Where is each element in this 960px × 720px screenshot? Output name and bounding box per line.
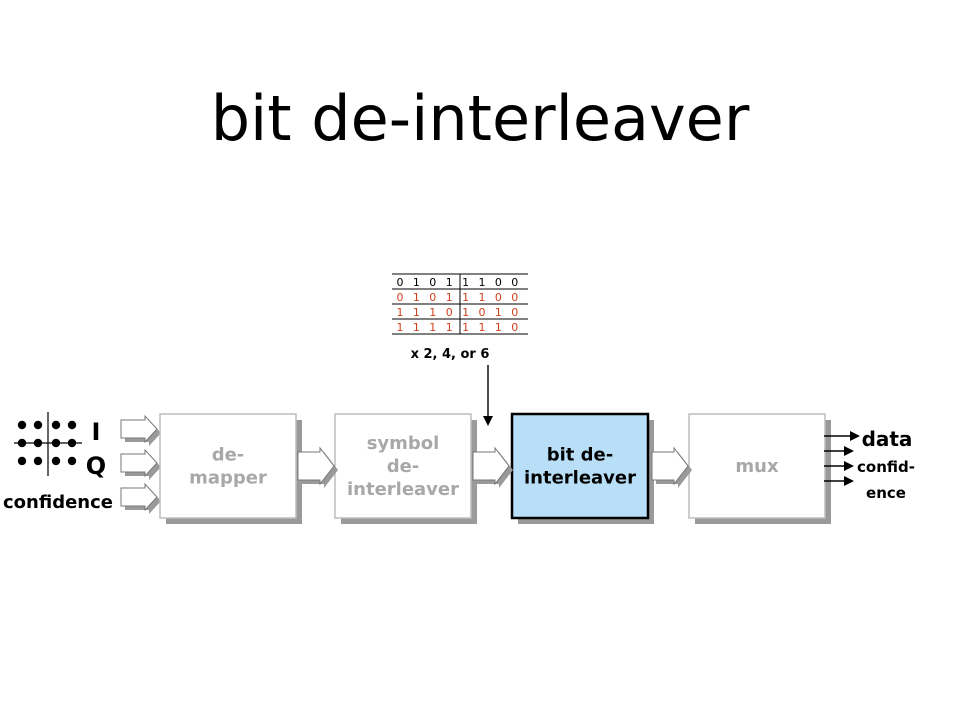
- block-label-line: de-: [387, 456, 420, 477]
- connector-arrow-3: [651, 446, 689, 486]
- bit-cell: 0: [495, 291, 502, 304]
- bit-cell: 1: [462, 291, 469, 304]
- block-label-line: mapper: [189, 468, 267, 489]
- bit-matrix-caption: x 2, 4, or 6: [411, 347, 490, 362]
- bit-cell: 1: [462, 321, 469, 334]
- i-axis-label: I: [92, 418, 101, 446]
- block-label-line: interleaver: [524, 468, 636, 489]
- block-label-line: symbol: [367, 433, 440, 454]
- confidence-output-label-line1: confid-: [857, 458, 915, 476]
- block-mux: mux: [688, 413, 831, 524]
- constellation-dot: [17, 420, 27, 430]
- bit-cell: 0: [511, 291, 518, 304]
- bit-cell: 0: [446, 306, 453, 319]
- input-arrow-3: [120, 482, 158, 512]
- bit-cell: 0: [511, 321, 518, 334]
- constellation-dot: [67, 438, 77, 448]
- bit-cell: 1: [446, 321, 453, 334]
- data-output-label: data: [862, 427, 913, 451]
- bit-cell: 1: [479, 276, 486, 289]
- bit-cell: 0: [429, 276, 436, 289]
- output-arrows: [824, 431, 860, 486]
- bit-cell: 1: [429, 321, 436, 334]
- bit-cell: 0: [397, 291, 404, 304]
- constellation-dot: [51, 420, 61, 430]
- bit-cell: 0: [479, 306, 486, 319]
- constellation-dot: [51, 438, 61, 448]
- bit-cell: 1: [479, 291, 486, 304]
- q-axis-label: Q: [86, 452, 106, 480]
- constellation-dot: [17, 456, 27, 466]
- constellation-dot: [33, 420, 43, 430]
- bit-cell: 0: [429, 291, 436, 304]
- bit-cell: 1: [479, 321, 486, 334]
- constellation-dot: [67, 456, 77, 466]
- constellation-dot: [33, 438, 43, 448]
- block-label-line: mux: [735, 456, 779, 477]
- constellation-dots-icon: [14, 412, 82, 476]
- bit-cell: 0: [511, 306, 518, 319]
- constellation-dot: [51, 456, 61, 466]
- bit-cell: 1: [413, 321, 420, 334]
- block-demapper: de-mapper: [159, 413, 302, 524]
- bit-cell: 1: [495, 306, 502, 319]
- input-arrows: [120, 414, 161, 514]
- connector-arrow-2: [472, 446, 510, 486]
- bit-cell: 0: [495, 276, 502, 289]
- bit-cell: 1: [495, 321, 502, 334]
- confidence-output-label-line2: ence: [866, 484, 906, 502]
- input-arrow-1: [120, 414, 158, 444]
- constellation-dot: [17, 438, 27, 448]
- page-title: bit de-interleaver: [210, 82, 750, 155]
- block-label-line: de-: [212, 445, 245, 466]
- bit-cell: 1: [462, 276, 469, 289]
- confidence-input-label: confidence: [3, 492, 113, 513]
- bit-cell: 1: [413, 291, 420, 304]
- constellation-dot: [33, 456, 43, 466]
- connector-arrow-1: [297, 446, 335, 486]
- block-label-line: interleaver: [347, 479, 459, 500]
- input-arrow-2: [120, 448, 158, 478]
- bit-cell: 1: [429, 306, 436, 319]
- bit-cell: 1: [397, 306, 404, 319]
- bit-cell: 1: [446, 276, 453, 289]
- bit-cell: 0: [397, 276, 404, 289]
- bit-cell: 1: [446, 291, 453, 304]
- connector-arrows: [297, 446, 692, 488]
- constellation-dot: [67, 420, 77, 430]
- bit-cell: 1: [413, 306, 420, 319]
- block-label-line: bit de-: [547, 445, 614, 466]
- bit-cell: 1: [462, 306, 469, 319]
- bit-cell: 1: [413, 276, 420, 289]
- bit-cell: 0: [511, 276, 518, 289]
- bit-cell: 1: [397, 321, 404, 334]
- block-bit-deinterleaver: bit de-interleaver: [510, 412, 654, 524]
